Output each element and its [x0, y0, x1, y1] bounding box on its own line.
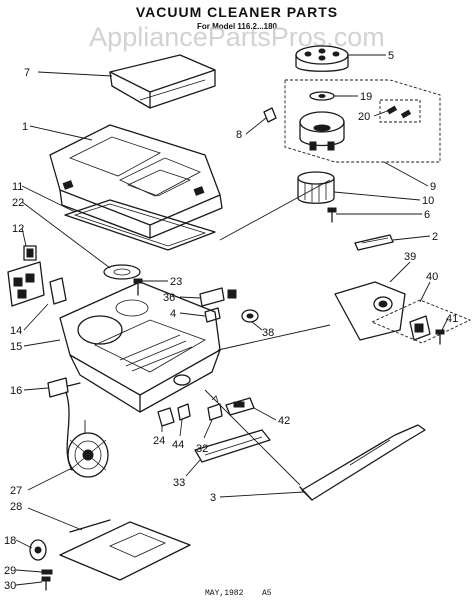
part-44-clip[interactable] — [177, 403, 191, 421]
callout-20[interactable]: 20 — [358, 111, 370, 123]
callout-38[interactable]: 38 — [262, 327, 274, 339]
callout-22[interactable]: 22 — [12, 197, 24, 209]
callout-1[interactable]: 1 — [22, 121, 28, 133]
part-5-fan[interactable] — [295, 45, 349, 72]
callout-7[interactable]: 7 — [24, 67, 30, 79]
callout-18[interactable]: 18 — [4, 535, 16, 547]
diagram-subtitle: For Model 116.2...180 — [197, 22, 278, 31]
part-4-connector[interactable] — [204, 307, 221, 323]
callout-33[interactable]: 33 — [173, 477, 185, 489]
part-6-screw[interactable] — [327, 207, 337, 223]
callout-23[interactable]: 23 — [170, 276, 182, 288]
callout-11[interactable]: 11 — [12, 181, 23, 193]
callout-2[interactable]: 2 — [432, 231, 438, 243]
callout-29[interactable]: 29 — [4, 565, 16, 577]
leader-lines — [15, 54, 449, 586]
callout-4[interactable]: 4 — [170, 308, 176, 320]
part-33-handle-grip[interactable] — [194, 429, 271, 463]
callout-6[interactable]: 6 — [424, 209, 430, 221]
callout-14[interactable]: 14 — [10, 325, 22, 337]
part-11-gasket[interactable] — [64, 199, 216, 251]
part-18-wheel[interactable] — [29, 539, 47, 561]
part-23-screw[interactable] — [133, 278, 143, 296]
part-12-switch-plate[interactable] — [23, 245, 37, 261]
part-40-bag-plate[interactable] — [370, 299, 472, 344]
part-9-motor[interactable] — [299, 111, 345, 151]
footer-code: A5 — [262, 589, 272, 598]
callout-39[interactable]: 39 — [404, 251, 416, 263]
part-41-screw[interactable] — [435, 329, 445, 345]
part-24-latch[interactable] — [157, 407, 175, 427]
part-42-latch-button[interactable] — [225, 397, 255, 416]
part-20-brush-set[interactable] — [379, 99, 421, 123]
callout-36[interactable]: 36 — [163, 292, 175, 304]
callout-27[interactable]: 27 — [10, 485, 22, 497]
part-22-motor-gasket[interactable] — [103, 264, 141, 280]
callout-15[interactable]: 15 — [10, 341, 22, 353]
callout-42[interactable]: 42 — [278, 415, 290, 427]
part-7-lid[interactable] — [109, 54, 216, 109]
part-39-bag-holder[interactable] — [334, 281, 406, 341]
callout-19[interactable]: 19 — [360, 91, 372, 103]
part-28-bottom-plate[interactable] — [59, 519, 191, 581]
part-38-bushing[interactable] — [241, 309, 259, 323]
part-30-screw[interactable] — [41, 576, 51, 591]
callout-41[interactable]: 41 — [446, 313, 458, 325]
callout-16[interactable]: 16 — [10, 385, 22, 397]
callout-9[interactable]: 9 — [430, 181, 436, 193]
diagram-title: VACUUM CLEANER PARTS — [136, 4, 338, 20]
part-27-cord-reel[interactable] — [67, 432, 109, 478]
callout-44[interactable]: 44 — [172, 439, 184, 451]
part-8-bearing[interactable] — [263, 107, 277, 123]
callout-32[interactable]: 32 — [196, 443, 208, 455]
part-15-base-housing[interactable] — [59, 281, 221, 413]
callout-28[interactable]: 28 — [10, 501, 22, 513]
callout-10[interactable]: 10 — [422, 195, 434, 207]
part-14-switch[interactable] — [7, 261, 67, 307]
footer-date: MAY,1982 — [205, 589, 244, 598]
part-1-top-cover[interactable] — [49, 124, 223, 239]
callout-30[interactable]: 30 — [4, 580, 16, 592]
part-10-motor-cover[interactable] — [297, 171, 335, 204]
callout-40[interactable]: 40 — [426, 271, 438, 283]
callout-5[interactable]: 5 — [388, 50, 394, 62]
callout-labels: 7 1 11 22 12 14 15 16 27 28 18 29 30 23 … — [4, 50, 458, 592]
part-3-handle[interactable] — [299, 424, 426, 501]
part-2-filter[interactable] — [354, 234, 394, 251]
callout-24[interactable]: 24 — [153, 435, 165, 447]
part-36-terminal[interactable] — [199, 287, 237, 307]
part-29-axle[interactable] — [41, 569, 53, 575]
callout-8[interactable]: 8 — [236, 129, 242, 141]
callout-12[interactable]: 12 — [12, 223, 24, 235]
watermark: AppliancePartsPros.com — [89, 22, 385, 52]
motor-assembly-box — [284, 79, 441, 163]
part-19-washer[interactable] — [309, 91, 335, 101]
callout-3[interactable]: 3 — [210, 492, 216, 504]
